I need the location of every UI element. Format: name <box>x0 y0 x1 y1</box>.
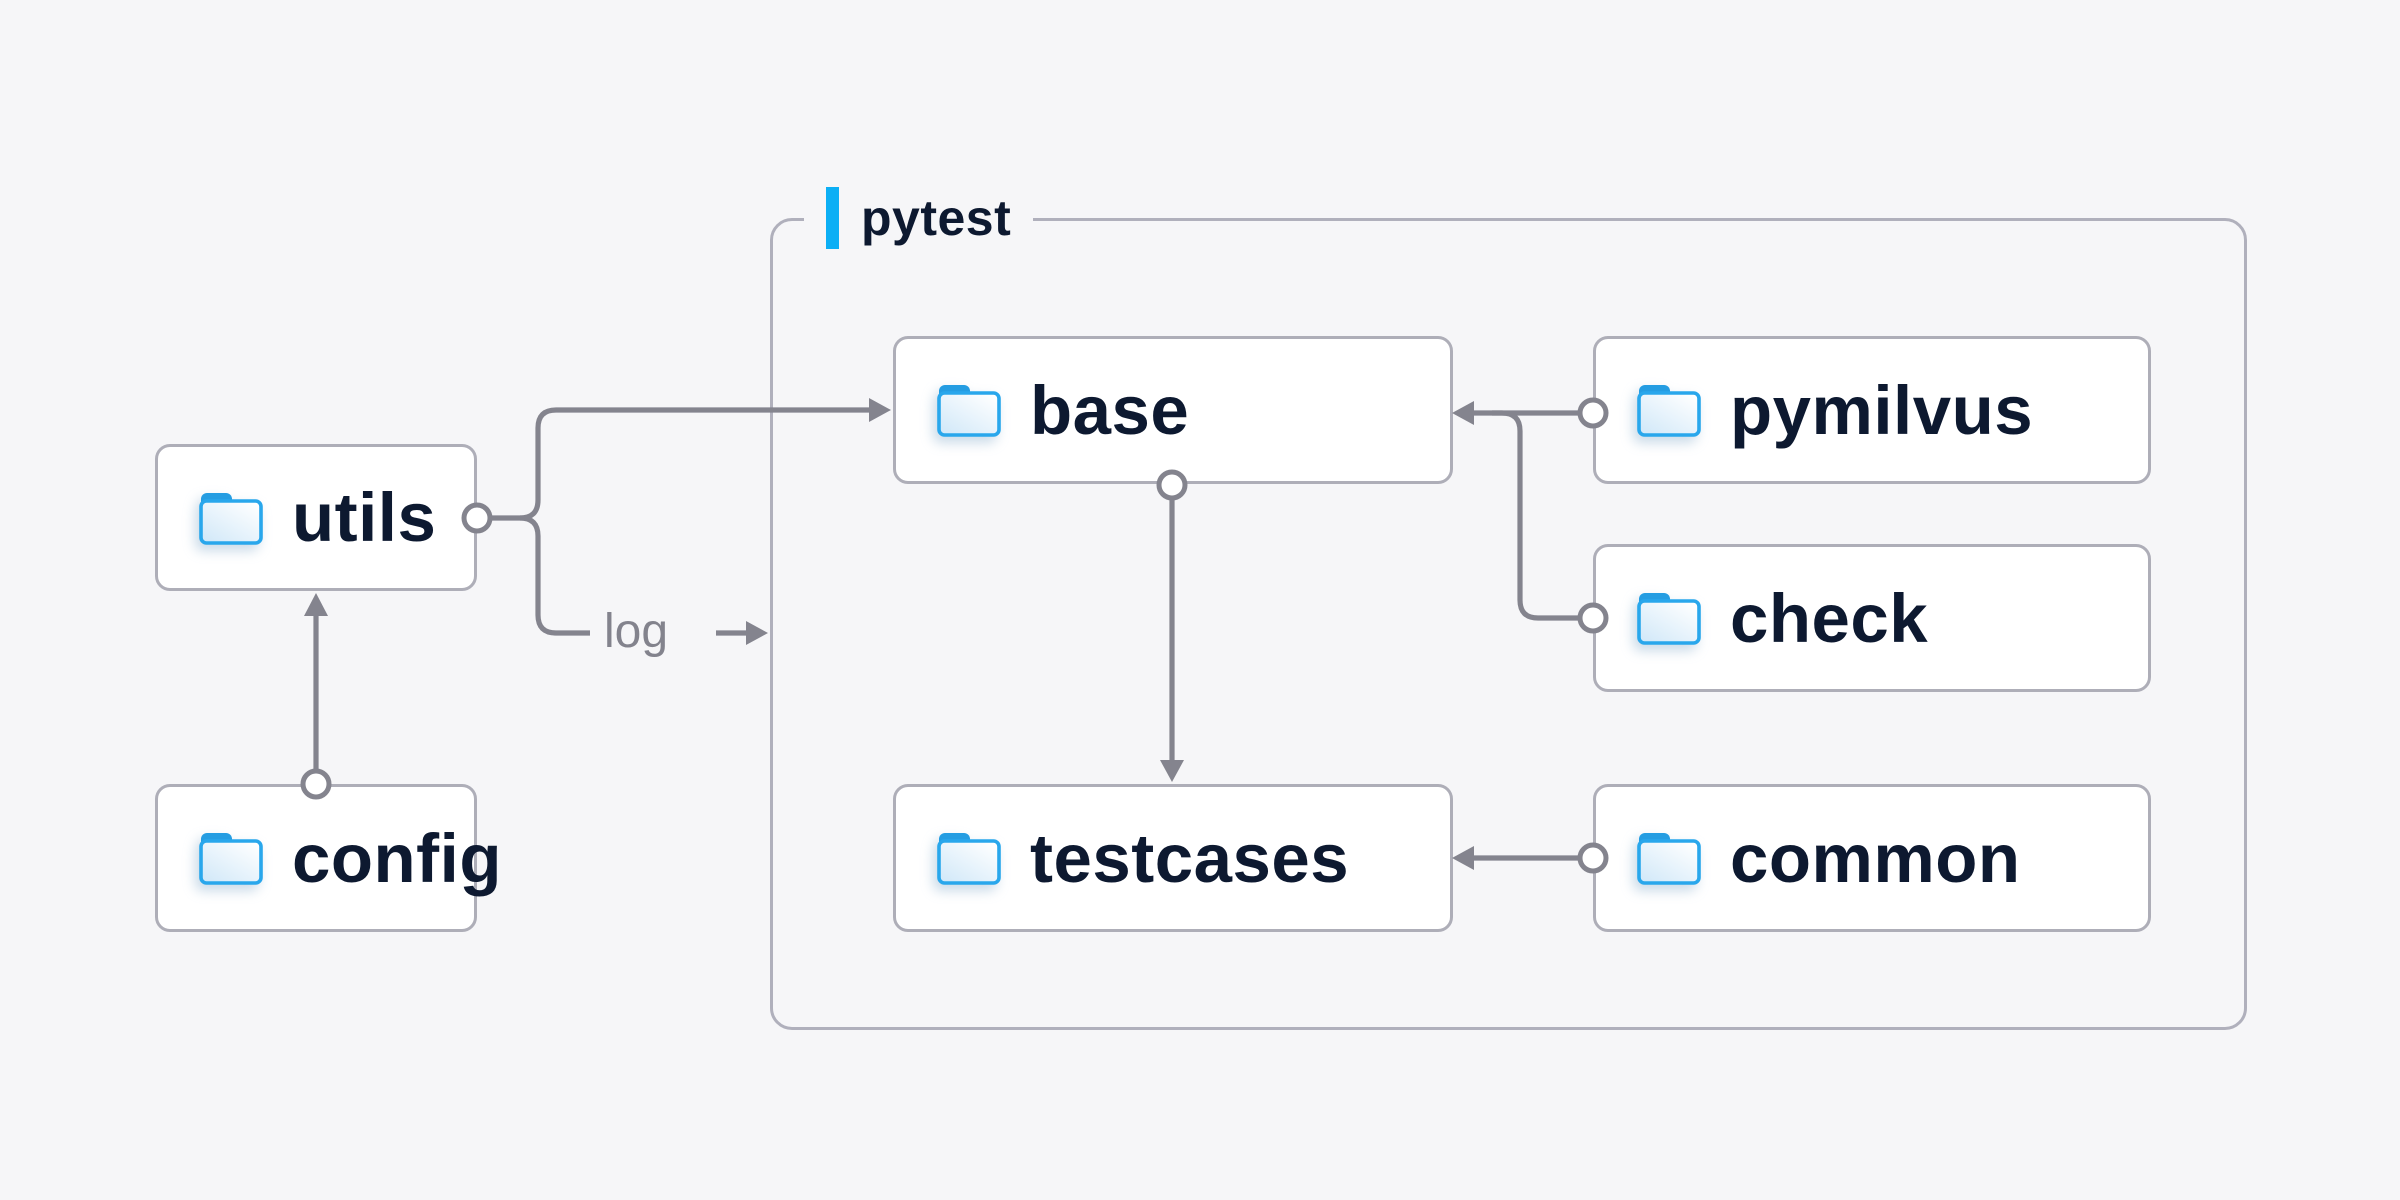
folder-icon <box>937 385 1001 437</box>
node-label: common <box>1730 819 2021 897</box>
folder-icon <box>1637 593 1701 645</box>
log-edge-label: log <box>604 605 669 658</box>
pytest-label: pytest <box>804 186 1034 250</box>
folder-icon <box>937 833 1001 885</box>
node-pymilvus: pymilvus <box>1593 336 2151 484</box>
folder-icon <box>1637 385 1701 437</box>
node-label: testcases <box>1030 819 1350 897</box>
accent-bar-icon <box>826 187 839 249</box>
node-label: pymilvus <box>1730 371 2034 449</box>
node-base: base <box>893 336 1453 484</box>
node-label: check <box>1730 579 1929 657</box>
arrowhead-right-icon <box>746 621 768 645</box>
node-utils: utils <box>155 444 477 591</box>
node-check: check <box>1593 544 2151 692</box>
folder-icon <box>1637 833 1701 885</box>
folder-icon <box>199 492 263 545</box>
node-label: utils <box>292 479 437 556</box>
node-config: config <box>155 784 501 932</box>
arrowhead-up-icon <box>304 593 328 616</box>
node-common: common <box>1593 784 2151 932</box>
edge-utils-log <box>519 515 590 636</box>
node-label: config <box>292 819 502 897</box>
node-testcases: testcases <box>893 784 1453 932</box>
node-label: base <box>1030 371 1190 449</box>
pytest-container <box>770 218 2247 1030</box>
folder-icon <box>199 833 263 885</box>
pytest-title: pytest <box>861 190 1012 246</box>
